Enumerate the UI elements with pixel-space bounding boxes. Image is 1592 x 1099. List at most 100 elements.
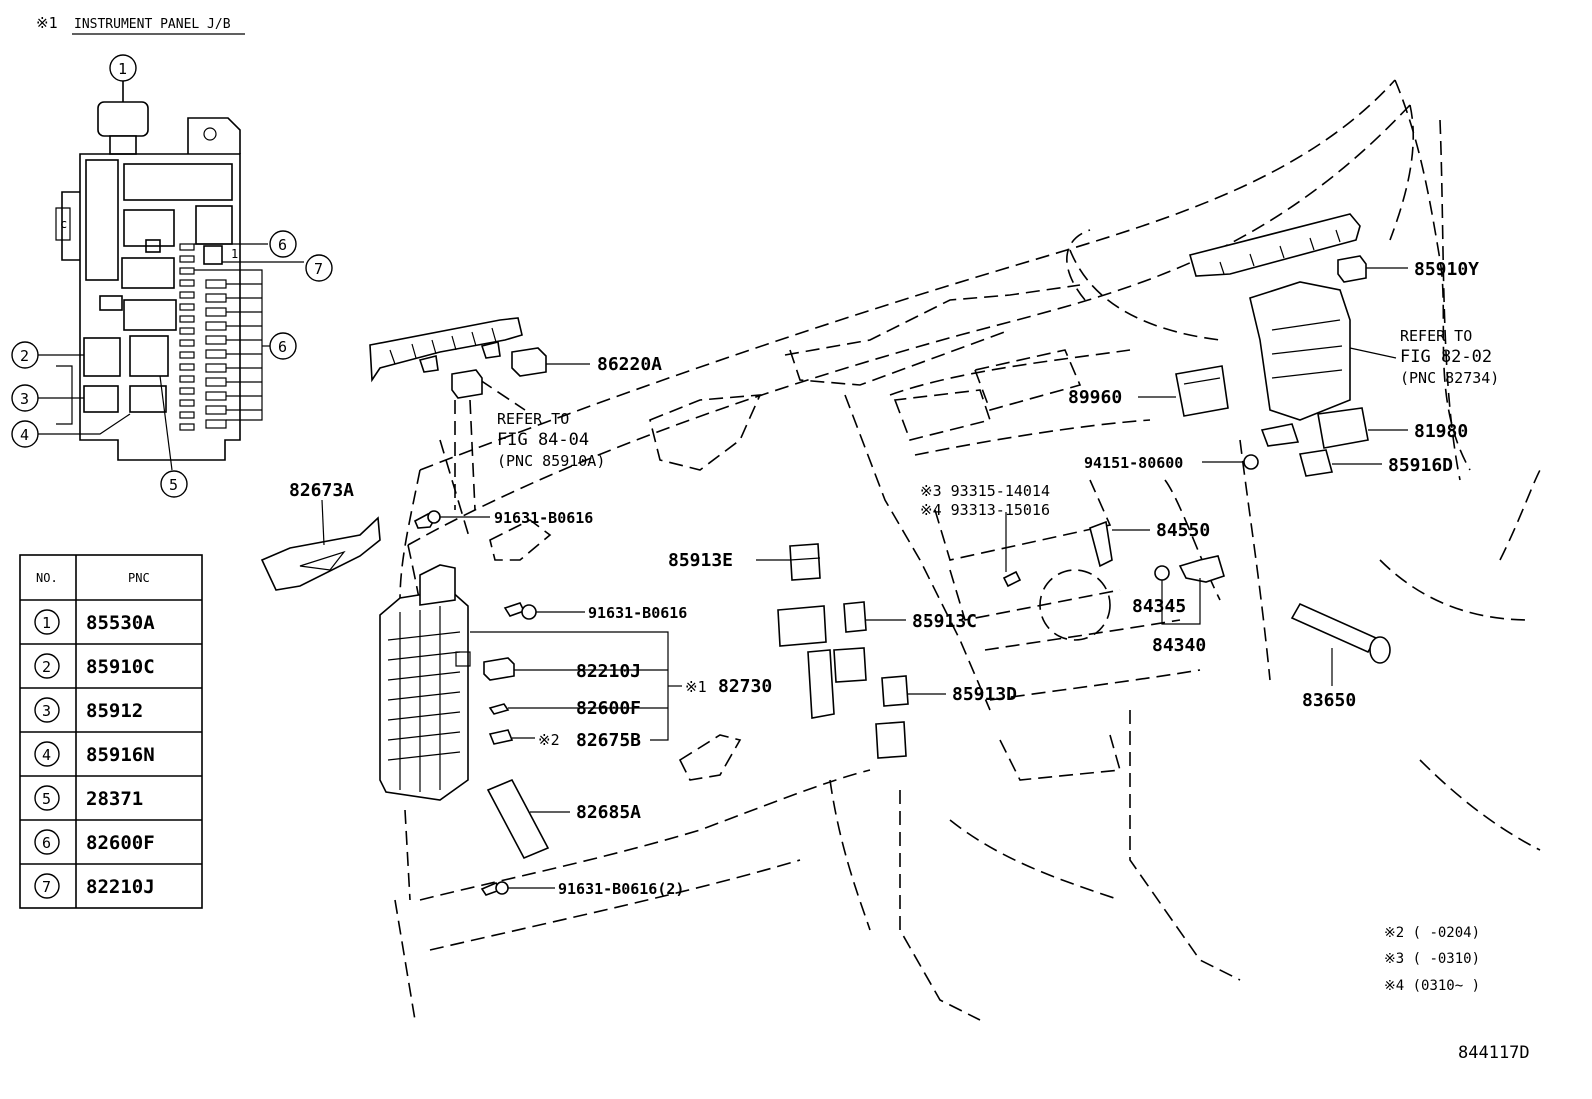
clip-left-of-81980 <box>1260 423 1300 447</box>
sensor-84550 <box>1089 520 1113 568</box>
relay-block-82734 <box>1249 281 1351 421</box>
part-81980 <box>1317 407 1369 449</box>
label-91631-b0616-2: 91631-B0616 <box>588 604 687 622</box>
label-91631-b0616-1: 91631-B0616 <box>494 509 593 527</box>
label-82210J: 82210J <box>576 661 641 682</box>
relay-85913E <box>789 543 821 581</box>
svg-text:3: 3 <box>42 702 51 720</box>
svg-text:5: 5 <box>42 790 51 808</box>
svg-text:(PNC 85910A): (PNC 85910A) <box>497 452 605 470</box>
label-84550: 84550 <box>1156 520 1210 541</box>
label-81980: 81980 <box>1414 421 1468 442</box>
label-93315-14014: ※3 93315-14014 <box>920 482 1050 500</box>
relay-holder-bottom <box>875 721 907 759</box>
part-labels: 86220A 82673A 91631-B0616 91631-B0616 91… <box>289 259 1479 898</box>
refer-note-2: REFER TO FIG 82-02 (PNC 82734) <box>1400 327 1499 387</box>
label-82730: 82730 <box>718 676 772 697</box>
svg-text:REFER TO: REFER TO <box>497 410 569 428</box>
svg-text:4: 4 <box>20 426 29 444</box>
label-89960: 89960 <box>1068 387 1122 408</box>
footnote-4: ※4 (0310~ ) <box>1384 978 1480 994</box>
fuse-slots-right <box>205 279 227 429</box>
bolt-91631-3 <box>480 881 509 896</box>
label-82730-mark: ※1 <box>685 678 707 696</box>
svg-text:FIG 84-04: FIG 84-04 <box>497 430 589 450</box>
relay-85913D <box>881 675 909 707</box>
connector-1-shape <box>97 101 149 137</box>
label-84340: 84340 <box>1152 635 1206 656</box>
label-82675B: 82675B <box>576 730 641 751</box>
relay-86220A <box>511 347 547 377</box>
relay-85910Y <box>1337 255 1367 283</box>
label-85913D: 85913D <box>952 684 1017 705</box>
header: ※1 INSTRUMENT PANEL J/B <box>36 14 245 35</box>
svg-text:6: 6 <box>278 338 287 356</box>
svg-text:7: 7 <box>314 260 323 278</box>
svg-text:FIG 82-02: FIG 82-02 <box>1400 347 1492 367</box>
part-82675B <box>488 729 514 745</box>
svg-text:85916N: 85916N <box>86 744 155 766</box>
label-82685A: 82685A <box>576 802 641 823</box>
svg-text:6: 6 <box>278 236 287 254</box>
table-row: 6 82600F <box>34 829 155 855</box>
svg-text:3: 3 <box>20 390 29 408</box>
svg-text:REFER TO: REFER TO <box>1400 327 1472 345</box>
relay-small-left <box>451 369 483 399</box>
footnote-2: ※2 ( -0204) <box>1384 925 1480 941</box>
svg-text:(PNC 82734): (PNC 82734) <box>1400 369 1499 387</box>
relay-85916D <box>1298 449 1334 477</box>
callout-6-top: 6 <box>269 230 297 258</box>
label-91631-b0616-3: 91631-B0616(2) <box>558 880 684 898</box>
svg-text:1: 1 <box>118 60 127 78</box>
relay-holder-mid <box>833 647 867 683</box>
label-82600F: 82600F <box>576 698 641 719</box>
bulb-84345 <box>1154 565 1170 581</box>
callout-1: 1 <box>109 54 137 82</box>
part-82685A <box>486 778 550 860</box>
svg-text:1: 1 <box>42 614 51 632</box>
footnotes: ※2 ( -0204) ※3 ( -0310) ※4 (0310~ ) <box>1384 925 1480 994</box>
junction-block-82730 <box>379 564 471 801</box>
callout-2: 2 <box>11 341 39 369</box>
label-85916D: 85916D <box>1388 455 1453 476</box>
cigar-lighter-83650 <box>1290 602 1391 664</box>
clip-94151-80600 <box>1243 454 1259 470</box>
svg-text:85530A: 85530A <box>86 612 155 634</box>
bracket-upper-right <box>1189 213 1361 277</box>
switch-84340 <box>1178 555 1225 583</box>
table-row: 2 85910C <box>34 653 155 679</box>
svg-text:4: 4 <box>42 746 51 764</box>
footnote-3: ※3 ( -0310) <box>1384 951 1480 967</box>
part-82600F <box>488 703 510 715</box>
pnc-table: NO. PNC 1 85530A 2 85910C 3 85912 4 8591… <box>19 554 203 909</box>
leader-lines <box>321 267 1408 889</box>
table-row: 7 82210J <box>34 873 155 899</box>
callout-6-right: 6 <box>269 332 297 360</box>
label-86220A: 86220A <box>597 354 662 375</box>
label-82673A: 82673A <box>289 480 354 501</box>
screw-93315 <box>1002 570 1022 588</box>
callout-4: 4 <box>11 420 39 448</box>
label-84345: 84345 <box>1132 596 1186 617</box>
relay-holder-left <box>777 605 835 719</box>
label-94151-80600: 94151-80600 <box>1084 454 1183 472</box>
inset-small-mark: 1 <box>231 247 238 261</box>
ecu-89960 <box>1175 365 1229 417</box>
label-83650: 83650 <box>1302 690 1356 711</box>
header-title: INSTRUMENT PANEL J/B <box>74 17 231 32</box>
bracket-82673A <box>260 516 381 591</box>
callout-7: 7 <box>305 254 333 282</box>
dashboard-outline <box>394 79 1541 1021</box>
table-row: 1 85530A <box>34 609 155 635</box>
relay-85913C <box>843 601 867 633</box>
svg-text:82600F: 82600F <box>86 832 155 854</box>
svg-text:28371: 28371 <box>86 788 143 810</box>
callout-3: 3 <box>11 384 39 412</box>
bolt-91631-2 <box>503 602 537 620</box>
svg-text:7: 7 <box>42 878 51 896</box>
bracket-upper-left <box>369 317 523 383</box>
callout-5: 5 <box>160 470 188 498</box>
table-header-no: NO. <box>36 571 58 585</box>
part-82210J <box>483 657 515 681</box>
